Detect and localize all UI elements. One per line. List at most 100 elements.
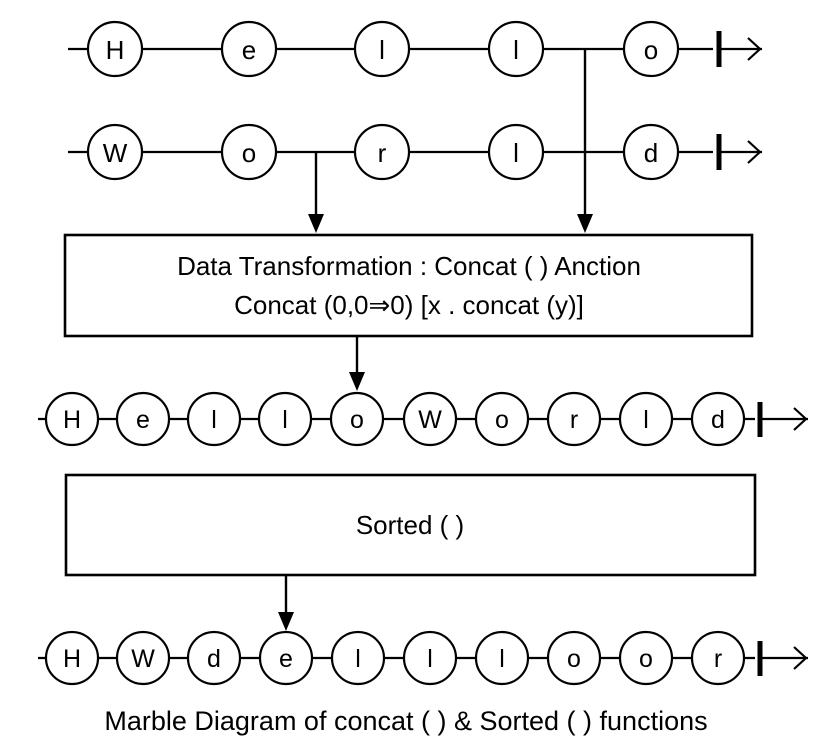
marble-label: l — [513, 138, 519, 168]
stream-row-sorted-result: H W d e l l l — [38, 630, 808, 686]
marble-label: l — [643, 406, 649, 434]
sorted-output-connector — [278, 575, 294, 631]
concat-input-connectors — [308, 49, 593, 233]
marble-label: W — [418, 406, 442, 434]
marble-circle — [487, 20, 545, 78]
marble: d — [186, 630, 242, 686]
marble-circle — [690, 630, 746, 686]
marble: W — [115, 630, 171, 686]
marble-circle — [474, 391, 530, 447]
marble: H — [44, 391, 100, 447]
marble-circle — [115, 630, 171, 686]
stream-row-world: W o r l d — [68, 123, 762, 181]
marble-circle — [402, 391, 458, 447]
marble: o — [329, 391, 385, 447]
marble: W — [402, 391, 458, 447]
marble: l — [474, 630, 530, 686]
marble-label: o — [639, 645, 653, 673]
marble: d — [690, 391, 746, 447]
marble: r — [353, 123, 411, 181]
marble-circle — [44, 630, 100, 686]
arrow-head-concat-result — [793, 407, 808, 431]
marble-label: W — [103, 138, 128, 168]
marble: l — [330, 630, 386, 686]
marble-circle — [487, 123, 545, 181]
marble: l — [618, 391, 674, 447]
marble-circle — [618, 391, 674, 447]
marble-label: r — [378, 138, 387, 168]
marble-circle — [330, 630, 386, 686]
marble-circle — [220, 123, 278, 181]
marble-label: o — [350, 406, 364, 434]
arrow-head-sorted-result — [793, 646, 808, 670]
concat-box-outline[interactable] — [63, 233, 754, 338]
concat-box-line-1: Data Transformation : Concat ( ) Anction — [177, 251, 641, 281]
marble: l — [186, 391, 242, 447]
marble-circle — [618, 630, 674, 686]
marble-label: l — [282, 406, 288, 434]
marble-circle — [474, 630, 530, 686]
marble-label: l — [211, 406, 217, 434]
marble-circle — [186, 630, 242, 686]
sorted-box-line-1: Sorted ( ) — [356, 510, 464, 540]
marble-label: l — [427, 645, 433, 673]
marble-circle — [546, 391, 602, 447]
marble: l — [487, 20, 545, 78]
marble: o — [220, 123, 278, 181]
marble-circle — [115, 391, 171, 447]
marble-circle — [402, 630, 458, 686]
marble-circle — [546, 630, 602, 686]
marble-label: H — [63, 645, 81, 673]
marble: o — [618, 630, 674, 686]
marble: e — [115, 391, 171, 447]
marble: r — [690, 630, 746, 686]
marble: e — [258, 630, 314, 686]
marble-circle — [622, 20, 680, 78]
arrow-head-world — [747, 140, 762, 164]
marble: o — [546, 630, 602, 686]
marble: r — [546, 391, 602, 447]
sorted-box-outline[interactable] — [64, 473, 757, 577]
marble: l — [487, 123, 545, 181]
marble: H — [44, 630, 100, 686]
marble-circle — [329, 391, 385, 447]
connector-arrow-hello-to-concat — [577, 214, 593, 233]
marble-label: d — [644, 138, 658, 168]
marble-label: H — [63, 406, 81, 434]
marble: l — [257, 391, 313, 447]
stream-row-hello: H e l l o — [68, 20, 762, 78]
marble: o — [622, 20, 680, 78]
marble-label: l — [379, 35, 385, 65]
sorted-operator-box[interactable]: Sorted ( ) — [64, 473, 757, 577]
marble-label: H — [106, 35, 125, 65]
marble-label: o — [644, 35, 658, 65]
stream-row-concat-result: H e l l o W o — [38, 391, 808, 447]
marble-circle — [86, 20, 144, 78]
marble-circle — [353, 20, 411, 78]
marble-label: d — [711, 406, 725, 434]
concat-operator-box[interactable]: Data Transformation : Concat ( ) Anction… — [63, 233, 754, 338]
marble-circle — [44, 391, 100, 447]
connector-arrow-sorted-to-result — [278, 612, 294, 631]
marble-label: o — [242, 138, 256, 168]
marble: e — [220, 20, 278, 78]
marble: l — [353, 20, 411, 78]
concat-output-connector — [349, 336, 365, 391]
marble-circle — [690, 391, 746, 447]
marble-label: o — [567, 645, 581, 673]
marble-label: e — [242, 35, 256, 65]
connector-arrow-world-to-concat — [308, 214, 324, 233]
diagram-caption: Marble Diagram of concat ( ) & Sorted ( … — [104, 706, 707, 736]
concat-box-line-2: Concat (0,0⇒0) [x . concat (y)] — [234, 290, 584, 320]
marble-label: o — [495, 406, 509, 434]
marble-label: e — [279, 645, 293, 673]
marble-label: l — [513, 35, 519, 65]
marble-circle — [86, 123, 144, 181]
marble: H — [86, 20, 144, 78]
marble-circle — [258, 630, 314, 686]
marble-label: l — [355, 645, 361, 673]
marble-label: r — [714, 645, 722, 673]
marble-circle — [257, 391, 313, 447]
